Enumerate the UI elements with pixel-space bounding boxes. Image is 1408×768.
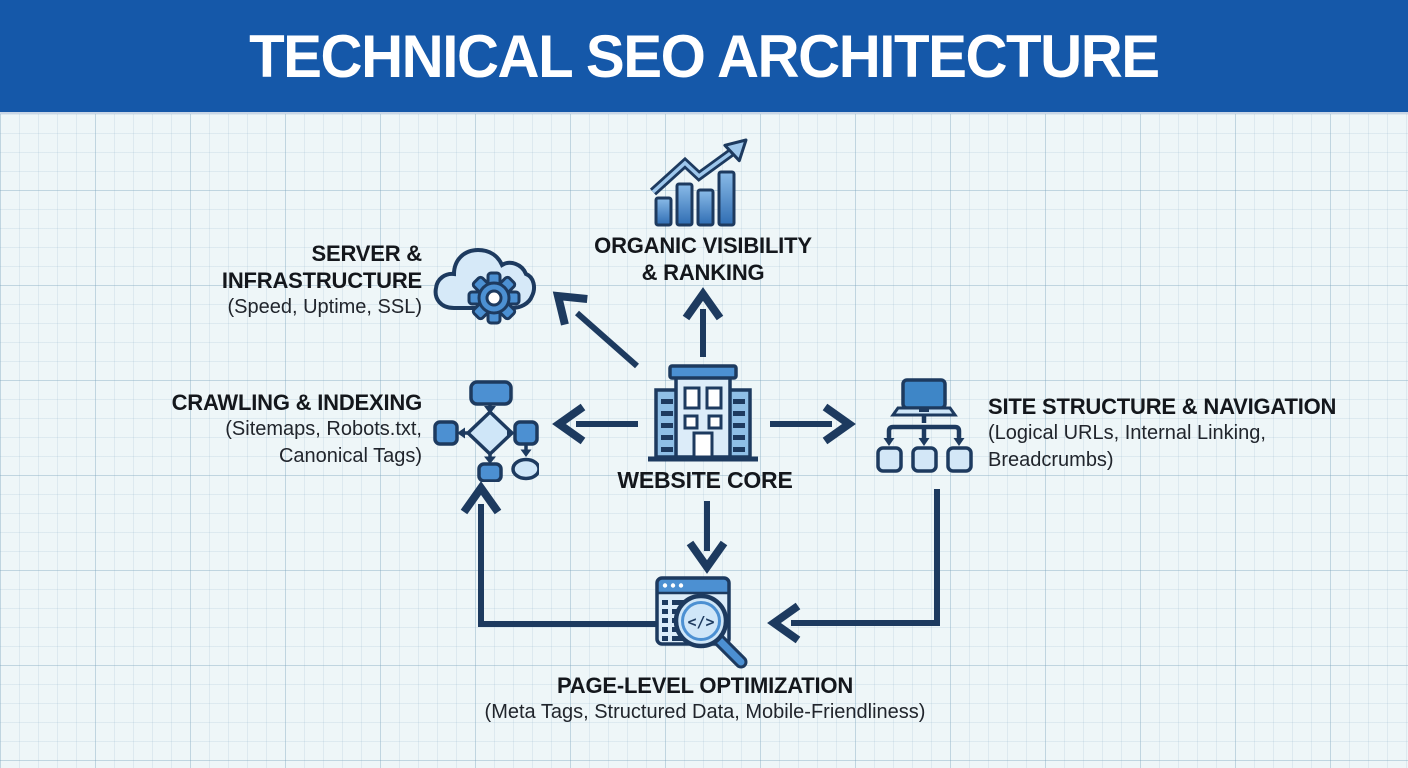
arrow-page-level-to-crawling <box>460 481 656 627</box>
svg-text:</>: </> <box>687 613 714 631</box>
flowchart-icon <box>433 380 539 482</box>
arrow-core-to-server <box>552 291 639 369</box>
cloud-gear-icon <box>433 247 536 325</box>
page-title: TECHNICAL SEO ARCHITECTURE <box>249 22 1160 90</box>
organic-visibility-title-line2: & RANKING <box>641 260 765 285</box>
arrow-core-to-crawling <box>552 403 638 445</box>
site-structure-subtitle-line2: Breadcrumbs) <box>988 449 1114 471</box>
crawling-indexing-label: CRAWLING & INDEXING (Sitemaps, Robots.tx… <box>110 389 423 470</box>
server-subtitle: (Speed, Uptime, SSL) <box>227 296 422 318</box>
page-level-label: PAGE-LEVEL OPTIMIZATION (Meta Tags, Stru… <box>443 672 967 726</box>
arrow-site-structure-to-page-level <box>767 489 940 644</box>
server-infrastructure-label: SERVER & INFRASTRUCTURE (Speed, Uptime, … <box>110 240 422 321</box>
arrow-core-to-page-level <box>686 501 728 574</box>
organic-visibility-label: ORGANIC VISIBILITY & RANKING <box>523 232 883 286</box>
browser-search-code-icon: </> <box>655 576 748 669</box>
organic-visibility-title-line1: ORGANIC VISIBILITY <box>594 233 812 258</box>
growth-chart-icon <box>650 138 748 227</box>
arrow-core-to-organic <box>682 287 724 357</box>
crawling-subtitle-line1: (Sitemaps, Robots.txt, <box>225 418 422 440</box>
building-icon <box>648 364 758 462</box>
page-level-title: PAGE-LEVEL OPTIMIZATION <box>556 673 854 698</box>
header-banner: TECHNICAL SEO ARCHITECTURE <box>0 0 1408 112</box>
site-structure-subtitle-line1: (Logical URLs, Internal Linking, <box>988 422 1266 444</box>
site-structure-label: SITE STRUCTURE & NAVIGATION (Logical URL… <box>988 393 1368 474</box>
website-core-title: WEBSITE CORE <box>617 467 793 493</box>
gear-icon <box>467 271 521 325</box>
arrow-core-to-site-structure <box>770 403 856 445</box>
crawling-title: CRAWLING & INDEXING <box>171 390 423 415</box>
crawling-subtitle-line2: Canonical Tags) <box>278 445 422 467</box>
site-structure-title: SITE STRUCTURE & NAVIGATION <box>988 394 1337 419</box>
page-level-subtitle: (Meta Tags, Structured Data, Mobile-Frie… <box>484 701 926 723</box>
server-title-line1: SERVER & <box>311 241 423 266</box>
website-core-label: WEBSITE CORE <box>593 467 817 494</box>
sitemap-icon <box>876 378 973 473</box>
server-title-line2: INFRASTRUCTURE <box>221 268 422 293</box>
